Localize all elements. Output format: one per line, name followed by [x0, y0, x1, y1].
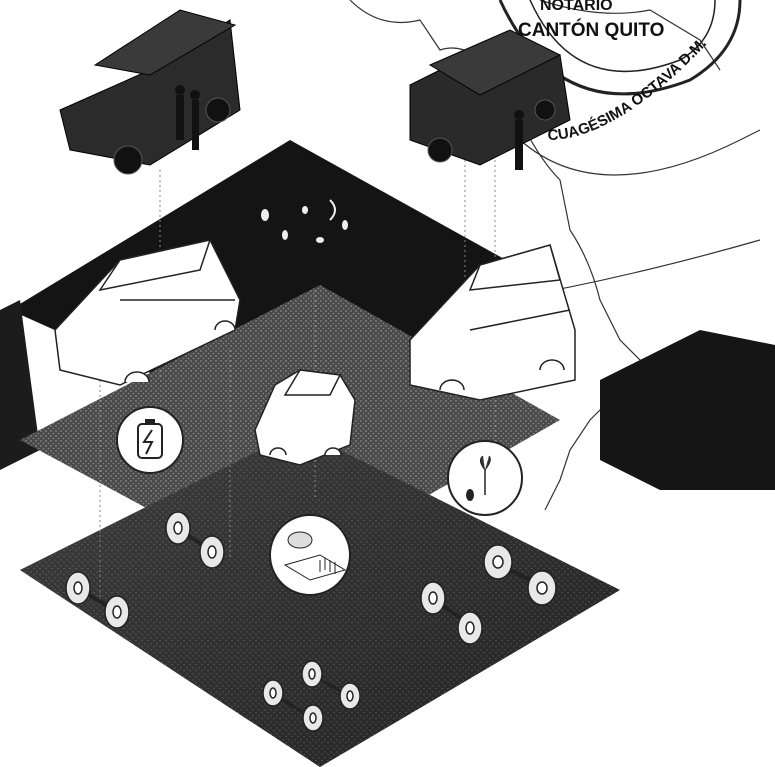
- chip-board-icon: [270, 515, 350, 595]
- battery-icon: [117, 407, 183, 473]
- suv-dark-left: [60, 10, 240, 174]
- stamp-middle-line: CANTÓN QUITO: [518, 19, 664, 41]
- stamp-arc-text: CUAGÉSIMA OCTAVA D.M.: [547, 35, 710, 144]
- sprout-icon: [448, 441, 522, 515]
- stamp-top-line: NOTARIO: [540, 0, 613, 14]
- van-dark-right: [410, 30, 570, 170]
- right-panel: [600, 330, 775, 490]
